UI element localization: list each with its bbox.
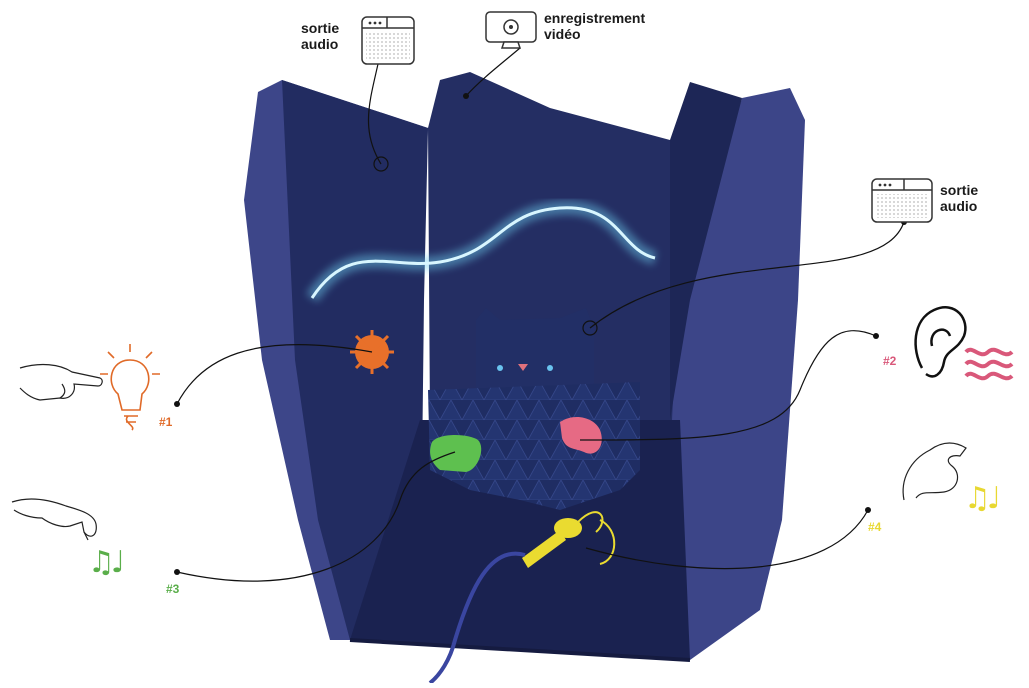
speaker-icon-right xyxy=(872,179,932,222)
cat-eye-right xyxy=(547,365,553,371)
light-bulb-icon xyxy=(100,344,160,430)
cat-eye-left xyxy=(497,365,503,371)
sensor-3-green xyxy=(430,435,481,472)
sensor-1-number: #1 xyxy=(159,415,172,429)
ear-icon xyxy=(916,307,966,376)
speaker-icon xyxy=(362,17,414,64)
waves-icon xyxy=(966,350,1012,379)
pinching-hand-icon xyxy=(903,443,966,500)
pointing-hand-icon xyxy=(20,365,102,400)
sensor-4-number: #4 xyxy=(868,520,881,534)
camera-icon xyxy=(486,12,536,48)
sensor-2-number: #2 xyxy=(883,354,896,368)
music-notes-icon-green: ♫♩ xyxy=(88,548,121,578)
music-notes-icon-yellow: ♫♩ xyxy=(964,484,997,514)
pressing-hand-icon xyxy=(12,499,96,540)
sensor-3-number: #3 xyxy=(166,582,179,596)
